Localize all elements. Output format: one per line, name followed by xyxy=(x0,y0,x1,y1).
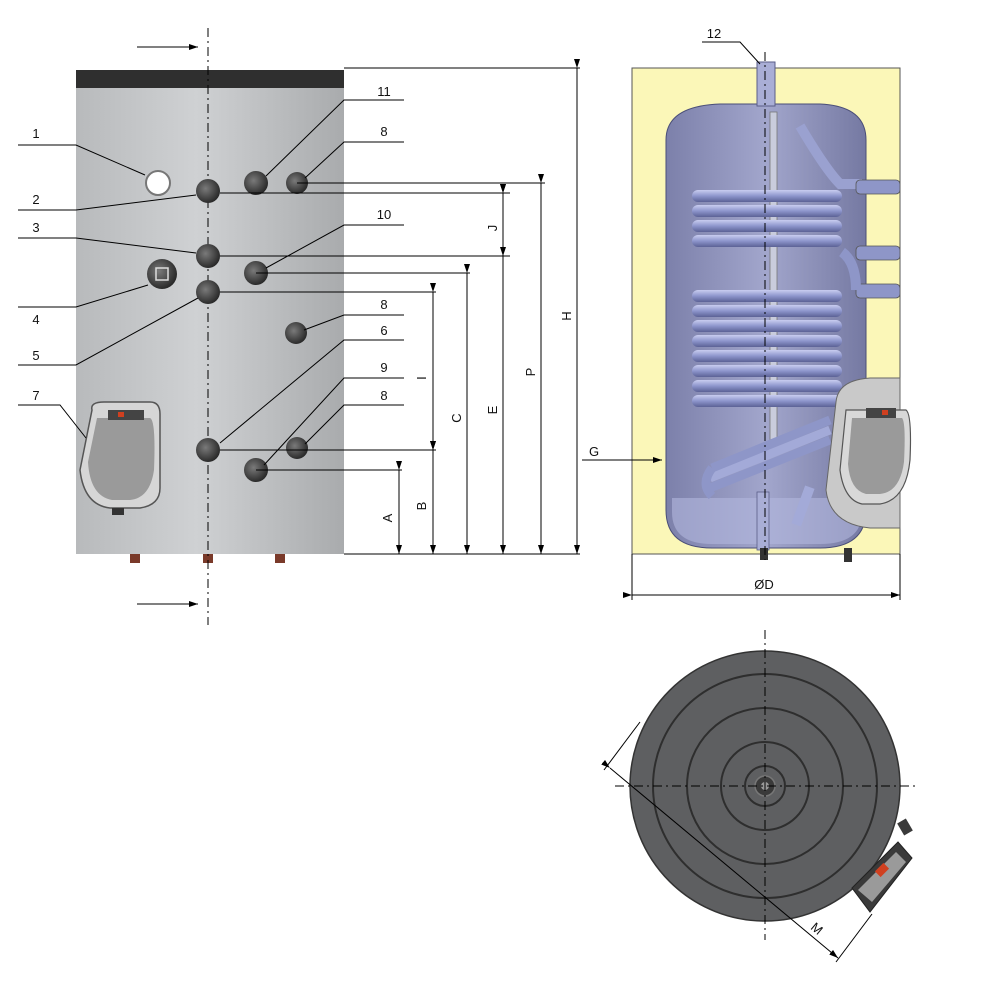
dim-label-I: I xyxy=(414,376,429,380)
control-box xyxy=(79,401,161,515)
fitting-8-middle xyxy=(285,322,307,344)
callout-7: 7 xyxy=(32,388,39,403)
dim-label-P: P xyxy=(523,368,538,377)
tank-foot xyxy=(203,554,213,563)
callout-12: 12 xyxy=(707,26,721,41)
callout-5: 5 xyxy=(32,348,39,363)
dim-label-J: J xyxy=(485,225,500,232)
fitting-4-inner xyxy=(155,267,169,281)
dim-label-C: C xyxy=(449,413,464,422)
callout-9: 9 xyxy=(380,360,387,375)
callout-11: 11 xyxy=(377,84,391,99)
fitting-2 xyxy=(196,179,220,203)
dim-label-D: ØD xyxy=(754,577,774,592)
dim-label-E: E xyxy=(485,405,500,414)
top-view: M xyxy=(601,630,915,963)
dim-label-B: B xyxy=(414,502,429,511)
upper-coil xyxy=(692,190,842,247)
heating-element xyxy=(701,415,832,527)
fitting-11 xyxy=(244,171,268,195)
callout-leaders-right xyxy=(219,99,404,466)
callout-leader-12 xyxy=(702,41,761,65)
fitting-3 xyxy=(196,244,220,268)
callout-1: 1 xyxy=(32,126,39,141)
fitting-5 xyxy=(196,280,220,304)
dim-label-H: H xyxy=(559,311,574,320)
extension-line xyxy=(835,913,873,963)
callout-leaders-left xyxy=(18,144,199,439)
callout-2: 2 xyxy=(32,192,39,207)
control-box-top xyxy=(851,818,913,913)
fitting-8-bottom xyxy=(286,437,308,459)
callout-6: 6 xyxy=(380,323,387,338)
callout-3: 3 xyxy=(32,220,39,235)
drain-stub xyxy=(756,491,770,551)
lower-coil xyxy=(692,290,842,407)
callout-8: 8 xyxy=(380,297,387,312)
anode-rod xyxy=(769,111,778,443)
tank-foot xyxy=(275,554,285,563)
callout-4: 4 xyxy=(32,312,39,327)
top-pipe xyxy=(756,61,776,107)
fitting-1-port xyxy=(145,170,171,196)
callout-8: 8 xyxy=(380,388,387,403)
tank-top-cap xyxy=(76,70,344,88)
fitting-6 xyxy=(196,438,220,462)
control-box-section xyxy=(825,377,912,529)
front-view: A B I C E J P H 1 2 3 4 5 xyxy=(18,28,580,625)
callout-8: 8 xyxy=(380,124,387,139)
section-view: 12 G ØD xyxy=(582,26,912,600)
callout-10: 10 xyxy=(377,207,391,222)
dim-label-A: A xyxy=(380,513,395,522)
tank-foot xyxy=(130,554,140,563)
fitting-4 xyxy=(147,259,177,289)
dim-line-M xyxy=(601,759,839,959)
dim-label-G: G xyxy=(589,444,599,459)
